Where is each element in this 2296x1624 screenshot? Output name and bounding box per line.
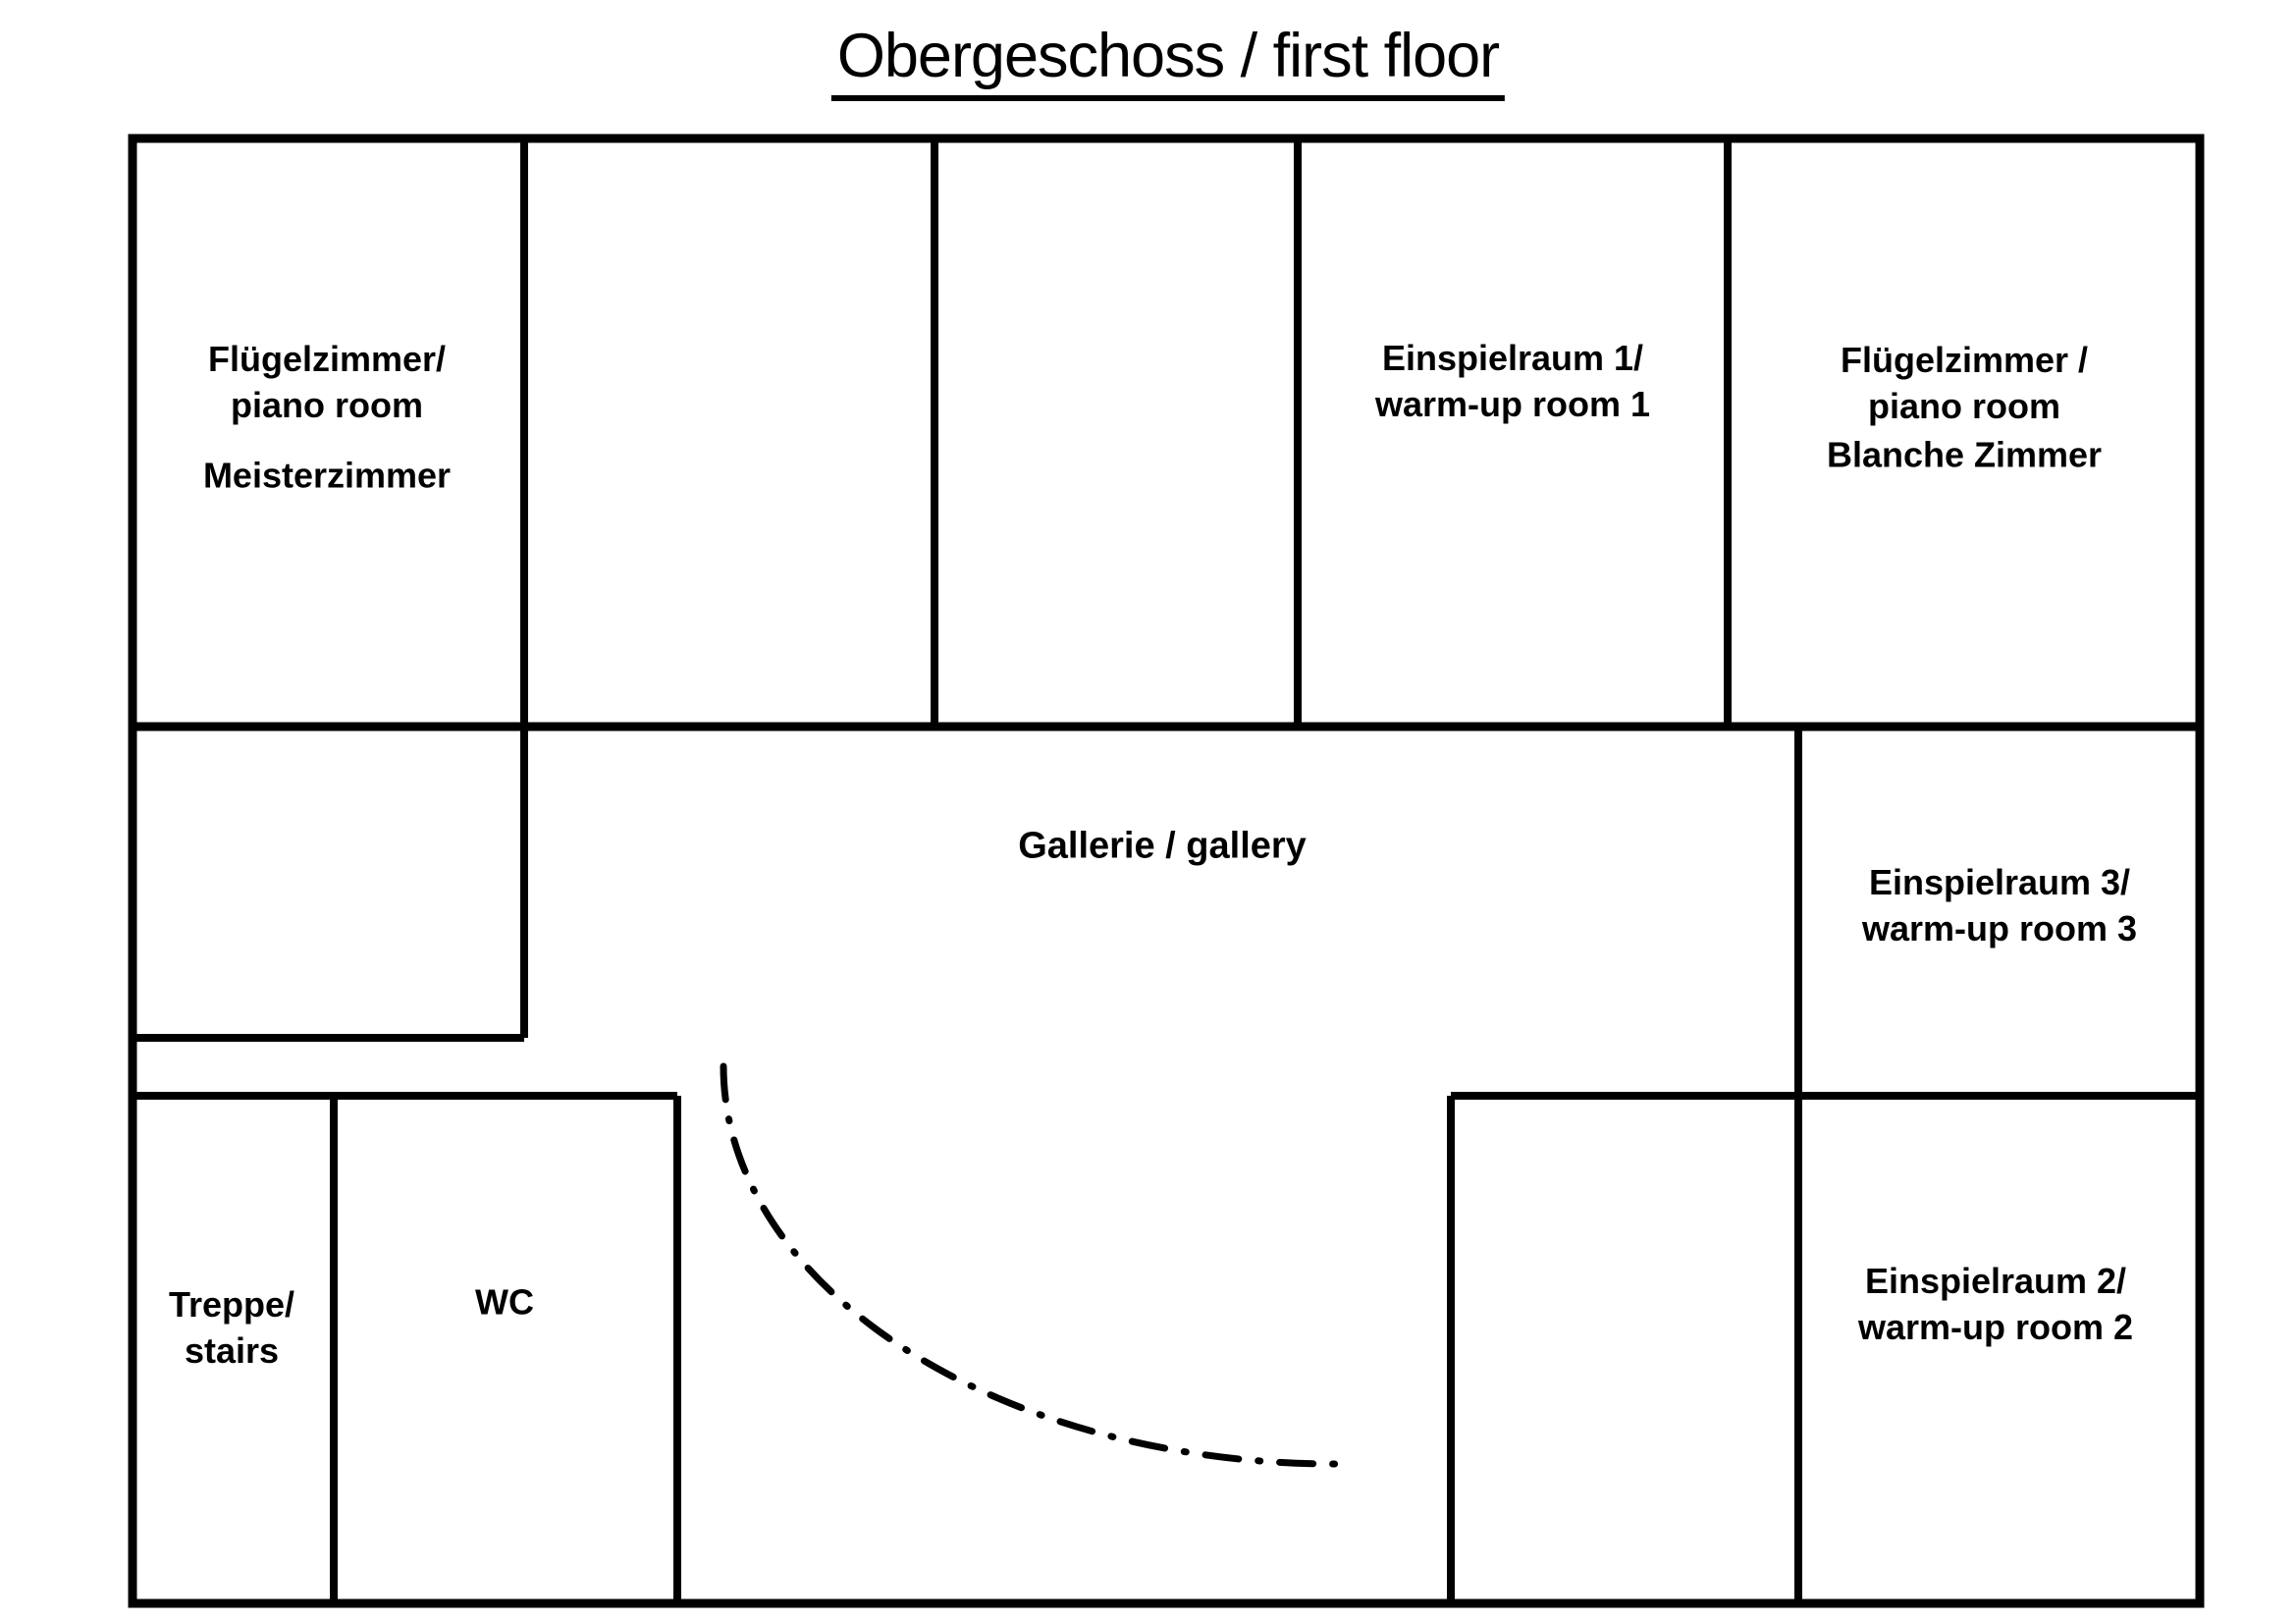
door-swing-arc — [720, 1062, 1339, 1468]
page-title: Obergeschoss / first floor — [830, 21, 1506, 101]
room-label-warm-up-room-3: Einspielraum 3/ warm-up room 3 — [1861, 862, 2138, 948]
room-label-meisterzimmer: Meisterzimmer — [202, 455, 452, 496]
outer-wall — [128, 134, 2205, 1608]
room-label-piano-room-1: Flügelzimmer/ piano room — [207, 339, 447, 425]
room-label-stairs: Treppe/ stairs — [168, 1284, 295, 1371]
bottom-row-walls — [330, 1096, 1455, 1603]
middle-left-room-walls — [129, 727, 528, 1042]
room-label-warm-up-room-1: Einspielraum 1/ warm-up room 1 — [1374, 338, 1651, 424]
top-row-walls — [520, 135, 1732, 731]
room-label-piano-room-2: Flügelzimmer / piano room — [1840, 340, 2089, 426]
room-label-warm-up-room-2: Einspielraum 2/ warm-up room 2 — [1857, 1261, 2134, 1347]
room-label-wc: WC — [475, 1281, 534, 1323]
room-label-gallery: Gallerie / gallery — [1018, 825, 1307, 867]
room-label-blanche-zimmer: Blanche Zimmer — [1826, 434, 2103, 475]
